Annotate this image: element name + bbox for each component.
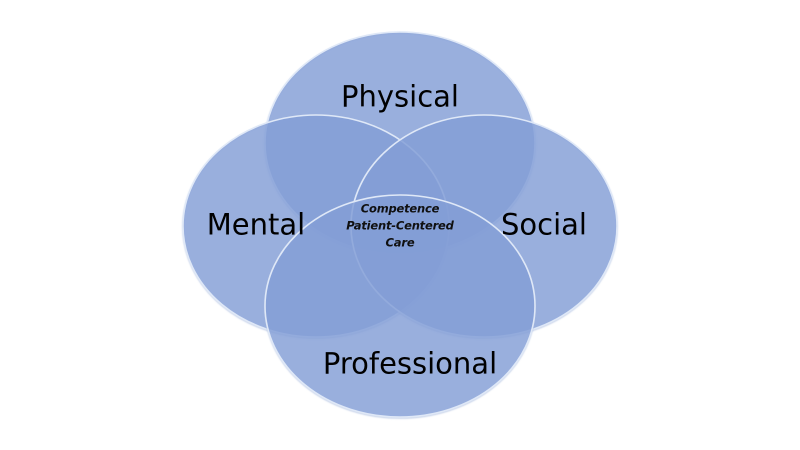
center-line-patient-centered: Patient-Centered [346,218,454,233]
label-physical: Physical [341,79,459,114]
label-professional: Professional [322,346,498,381]
center-line-competence: Competence [360,201,440,216]
label-social: Social [501,207,587,242]
center-label: Competence Patient-Centered Care [346,201,454,252]
center-line-care: Care [385,235,415,250]
label-mental: Mental [206,207,306,242]
ellipse-professional [264,194,536,418]
